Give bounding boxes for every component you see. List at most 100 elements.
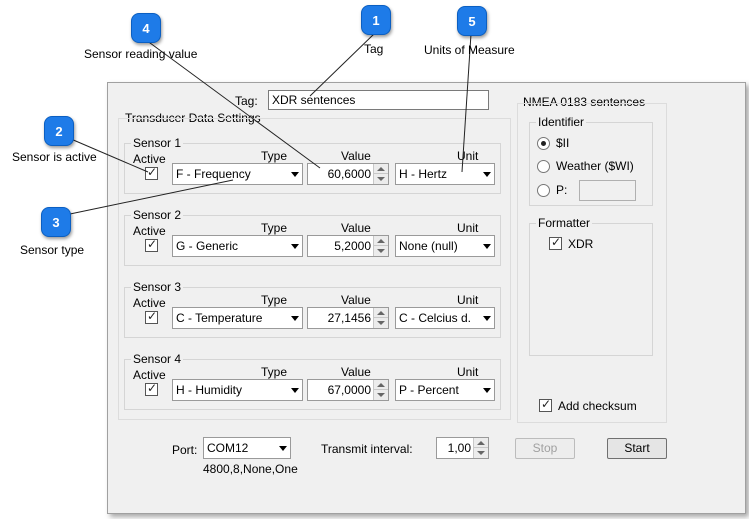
sensor-4-active-checkbox[interactable]: ✓ (145, 381, 158, 396)
port-settings: 4800,8,None,One (203, 462, 298, 476)
tag-input[interactable]: XDR sentences (268, 90, 489, 110)
callout-4-badge: 4 (131, 13, 161, 43)
spin-down-icon[interactable] (374, 246, 388, 256)
transducer-settings-group (118, 118, 511, 420)
callout-5-caption: Units of Measure (424, 43, 515, 57)
checkmark-icon: ✓ (147, 309, 158, 323)
chevron-down-icon (291, 316, 299, 321)
add-checksum-checkbox[interactable]: ✓ (539, 397, 552, 412)
spin-up-icon[interactable] (374, 236, 388, 246)
sensor-1-title: Sensor 1 (131, 136, 184, 150)
chevron-down-icon (483, 172, 491, 177)
spin-down-icon[interactable] (374, 318, 388, 328)
radio-ii[interactable] (537, 137, 550, 150)
sensor-3-title: Sensor 3 (131, 280, 184, 294)
spin-down-icon[interactable] (474, 448, 488, 458)
sensor-3-unit-select[interactable]: C - Celcius d. (395, 307, 495, 329)
sensor-4-unit-header: Unit (457, 365, 479, 379)
checkmark-icon: ✓ (541, 397, 552, 411)
sensor-2-value-spinner[interactable]: 5,2000 (307, 235, 389, 257)
checkmark-icon: ✓ (147, 165, 158, 179)
chevron-down-icon (291, 172, 299, 177)
radio-p-label: P: (556, 183, 568, 197)
callout-1-caption: Tag (364, 42, 384, 56)
sensor-1-type-header: Type (261, 149, 288, 163)
start-button[interactable]: Start (607, 438, 667, 459)
spin-down-icon[interactable] (374, 390, 388, 400)
formatter-title: Formatter (536, 216, 593, 230)
spin-up-icon[interactable] (374, 380, 388, 390)
callout-2-line (70, 138, 149, 173)
chevron-down-icon (291, 388, 299, 393)
stop-button[interactable]: Stop (515, 438, 575, 459)
sensor-1-value-spinner[interactable]: 60,6000 (307, 163, 389, 185)
nmea-title: NMEA 0183 sentences (523, 95, 646, 109)
sensor-2-group: Sensor 2 (124, 208, 501, 266)
port-select[interactable]: COM12 (203, 437, 291, 459)
callout-1-line (309, 32, 376, 97)
xdr-checkbox[interactable]: ✓ (549, 235, 562, 250)
sensor-4-type-select[interactable]: H - Humidity (172, 379, 303, 401)
sensor-1-value-header: Value (341, 149, 371, 163)
callout-4-line (145, 39, 321, 169)
callout-5-badge: 5 (457, 6, 487, 36)
checkmark-icon: ✓ (147, 381, 158, 395)
sensor-2-active-header: Active (133, 224, 166, 238)
transmit-interval-spinner[interactable]: 1,00 (436, 437, 489, 459)
sensor-4-active-header: Active (133, 368, 166, 382)
sensor-1-active-checkbox[interactable]: ✓ (145, 165, 158, 180)
sensor-2-active-checkbox[interactable]: ✓ (145, 237, 158, 252)
chevron-down-icon (279, 446, 287, 451)
checkmark-icon: ✓ (551, 235, 562, 249)
sensor-4-value-spinner[interactable]: 67,0000 (307, 379, 389, 401)
sensor-1-group: Sensor 1 (124, 136, 501, 194)
radio-ii-label: $II (556, 136, 570, 150)
sensor-3-type-select[interactable]: C - Temperature (172, 307, 303, 329)
callout-2-caption: Sensor is active (12, 150, 97, 164)
callout-1-badge: 1 (361, 5, 391, 35)
sensor-4-group: Sensor 4 (124, 352, 501, 410)
sensor-1-type-select[interactable]: F - Frequency (172, 163, 303, 185)
port-label: Port: (172, 443, 198, 457)
chevron-down-icon (483, 388, 491, 393)
callout-3-badge: 3 (41, 207, 71, 237)
spin-up-icon[interactable] (374, 164, 388, 174)
sensor-2-unit-header: Unit (457, 221, 479, 235)
sensor-3-active-header: Active (133, 296, 166, 310)
sensor-1-unit-select[interactable]: H - Hertz (395, 163, 495, 185)
callout-3-caption: Sensor type (20, 243, 85, 257)
radio-p[interactable] (537, 184, 550, 197)
radio-weather[interactable] (537, 160, 550, 173)
sensor-2-unit-select[interactable]: None (null) (395, 235, 495, 257)
formatter-group: Formatter (529, 216, 653, 356)
spin-up-icon[interactable] (374, 308, 388, 318)
sensor-3-unit-header: Unit (457, 293, 479, 307)
sensor-2-value-header: Value (341, 221, 371, 235)
sensor-4-value-header: Value (341, 365, 371, 379)
add-checksum-label: Add checksum (558, 399, 637, 413)
sensor-3-active-checkbox[interactable]: ✓ (145, 309, 158, 324)
sensor-4-unit-select[interactable]: P - Percent (395, 379, 495, 401)
callout-2-badge: 2 (44, 116, 74, 146)
identifier-title: Identifier (536, 115, 587, 129)
nmea-group (517, 103, 667, 423)
checkmark-icon: ✓ (147, 237, 158, 251)
sensor-2-type-select[interactable]: G - Generic (172, 235, 303, 257)
p-prefix-input[interactable] (579, 180, 636, 201)
sensor-3-value-spinner[interactable]: 27,1456 (307, 307, 389, 329)
spin-down-icon[interactable] (374, 174, 388, 184)
transmit-interval-label: Transmit interval: (321, 442, 413, 456)
xdr-label: XDR (568, 237, 594, 251)
radio-weather-label: Weather ($WI) (556, 159, 634, 173)
sensor-1-active-header: Active (133, 152, 166, 166)
spin-up-icon[interactable] (474, 438, 488, 448)
sensor-3-type-header: Type (261, 293, 288, 307)
chevron-down-icon (483, 244, 491, 249)
sensor-3-group: Sensor 3 (124, 280, 501, 338)
sensor-2-type-header: Type (261, 221, 288, 235)
sensor-3-value-header: Value (341, 293, 371, 307)
sensor-2-title: Sensor 2 (131, 208, 184, 222)
tag-label: Tag: (235, 94, 258, 108)
sensor-4-title: Sensor 4 (131, 352, 184, 366)
